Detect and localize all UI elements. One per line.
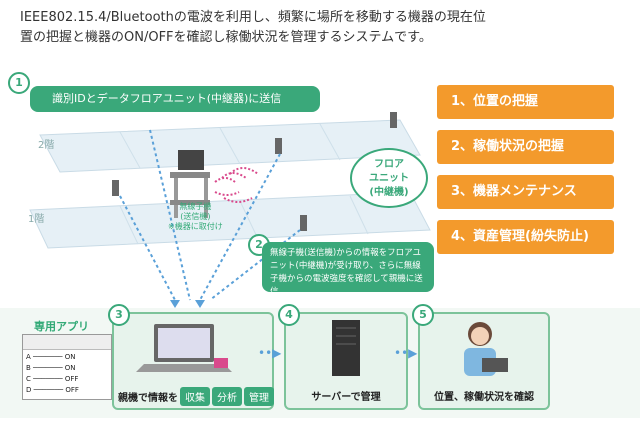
- app-table: A ─────── ON B ─────── ON C ─────── OFF …: [23, 350, 111, 398]
- floor-1-plane: [29, 191, 431, 249]
- step-3-caption: 親機で情報を: [118, 393, 178, 404]
- arrow-line: [209, 229, 301, 301]
- arrow-line: [199, 153, 281, 301]
- step-2-text: 無線子機(送信機)からの情報をフロアユニット(中継機)が受け取り、さらに無線子機…: [270, 248, 423, 297]
- step-1-number: 1: [8, 72, 30, 94]
- device-line-2: (送信機): [180, 212, 211, 221]
- tag-manage: 管理: [244, 387, 274, 406]
- app-row: C ─────── OFF: [26, 375, 79, 383]
- app-row-id: C: [26, 375, 31, 383]
- floor-diagram: [29, 112, 431, 308]
- app-row-status: OFF: [65, 386, 79, 394]
- intro-line-2: 置の把握と機器のON/OFFを確認し稼働状況を管理するシステムです。: [20, 30, 432, 45]
- step-2-bubble: 無線子機(送信機)からの情報をフロアユニット(中継機)が受け取り、さらに無線子機…: [262, 242, 434, 297]
- dongle-icon: [214, 358, 228, 368]
- app-row-id: D: [26, 386, 32, 394]
- device-note: ※機器に取付け: [168, 222, 223, 231]
- radio-wave-icon: [214, 191, 253, 203]
- step-5-panel: 位置、稼働状況を確認: [418, 312, 550, 410]
- step-3-caption-row: 親機で情報を収集分析管理: [118, 386, 274, 406]
- tag-collect: 収集: [180, 387, 210, 406]
- antenna-icon: [112, 180, 119, 196]
- grid-line: [219, 127, 241, 165]
- app-window: A ─────── ON B ─────── ON C ─────── OFF …: [22, 334, 112, 400]
- tag-analyze: 分析: [212, 387, 242, 406]
- app-row: B ─────── ON: [26, 364, 76, 372]
- grid-line: [239, 200, 259, 240]
- monitor-icon: [178, 150, 204, 170]
- flow-arrow-icon: ••▶: [258, 346, 282, 360]
- antenna-icon: [275, 138, 282, 154]
- step-4-caption: サーバーで管理: [311, 392, 381, 403]
- app-row-status: ON: [64, 364, 76, 372]
- intro-text: IEEE802.15.4/Bluetoothの電波を利用し、頻繁に場所を移動する…: [20, 8, 580, 48]
- app-row: A ─────── ON: [26, 353, 76, 361]
- step-3-panel: 親機で情報を収集分析管理: [112, 312, 274, 410]
- arrow-head-icon: [170, 300, 180, 308]
- server-icon: [332, 320, 360, 376]
- floor-unit-line-2: ユニット: [369, 173, 409, 184]
- floor-unit-line-1: フロア: [374, 159, 404, 170]
- app-row: D ─────── OFF: [26, 386, 79, 394]
- intro-line-1: IEEE802.15.4/Bluetoothの電波を利用し、頻繁に場所を移動する…: [20, 10, 486, 25]
- app-row-status: ON: [64, 353, 76, 361]
- app-toolbar: [23, 335, 111, 350]
- device-line-1: 無線子機: [179, 202, 212, 211]
- arrow-line: [149, 129, 191, 301]
- cart-shelf: [170, 172, 210, 178]
- cart-leg: [204, 178, 208, 218]
- arrow-head-icon: [195, 300, 205, 308]
- step-4-panel: サーバーで管理: [284, 312, 408, 410]
- step-3-number: 3: [108, 304, 130, 326]
- laptop-icon: [136, 324, 232, 372]
- person-icon: [464, 322, 508, 376]
- step-5-number: 5: [412, 304, 434, 326]
- cart-shelf: [170, 200, 210, 205]
- cart-leg: [174, 178, 178, 218]
- step-1-text: 識別IDとデータフロアユニット(中継器)に送信: [52, 92, 282, 105]
- step-4-number: 4: [278, 304, 300, 326]
- antenna-icon: [390, 112, 397, 128]
- floor-label-2: 2階: [38, 140, 55, 151]
- flow-arrow-icon: ••▶: [394, 346, 418, 360]
- floor-label-1: 1階: [28, 214, 45, 225]
- grid-line: [119, 131, 141, 169]
- step-5-caption: 位置、稼働状況を確認: [434, 392, 534, 403]
- app-label: 専用アプリ: [34, 320, 89, 333]
- app-row-id: B: [26, 364, 31, 372]
- floor-unit-line-3: (中継機): [369, 187, 409, 198]
- feature-2: 2、稼働状況の把握: [437, 130, 614, 164]
- grid-line: [319, 123, 341, 161]
- antenna-icon: [300, 215, 307, 231]
- feature-1: 1、位置の把握: [437, 85, 614, 119]
- step-1-bubble: 識別IDとデータフロアユニット(中継器)に送信: [30, 86, 320, 112]
- tablet-icon: [482, 358, 508, 372]
- app-row-status: OFF: [64, 375, 79, 383]
- arrow-line: [119, 195, 176, 301]
- feature-4: 4、資産管理(紛失防止): [437, 220, 614, 254]
- feature-3: 3、機器メンテナンス: [437, 175, 614, 209]
- app-row-id: A: [26, 353, 31, 361]
- device-label: 無線子機 (送信機) ※機器に取付け: [168, 202, 223, 232]
- floor-unit-badge: フロア ユニット (中継機): [350, 148, 428, 208]
- radio-wave-icon: [214, 167, 259, 183]
- grid-line: [349, 195, 369, 235]
- grid-line: [119, 205, 139, 245]
